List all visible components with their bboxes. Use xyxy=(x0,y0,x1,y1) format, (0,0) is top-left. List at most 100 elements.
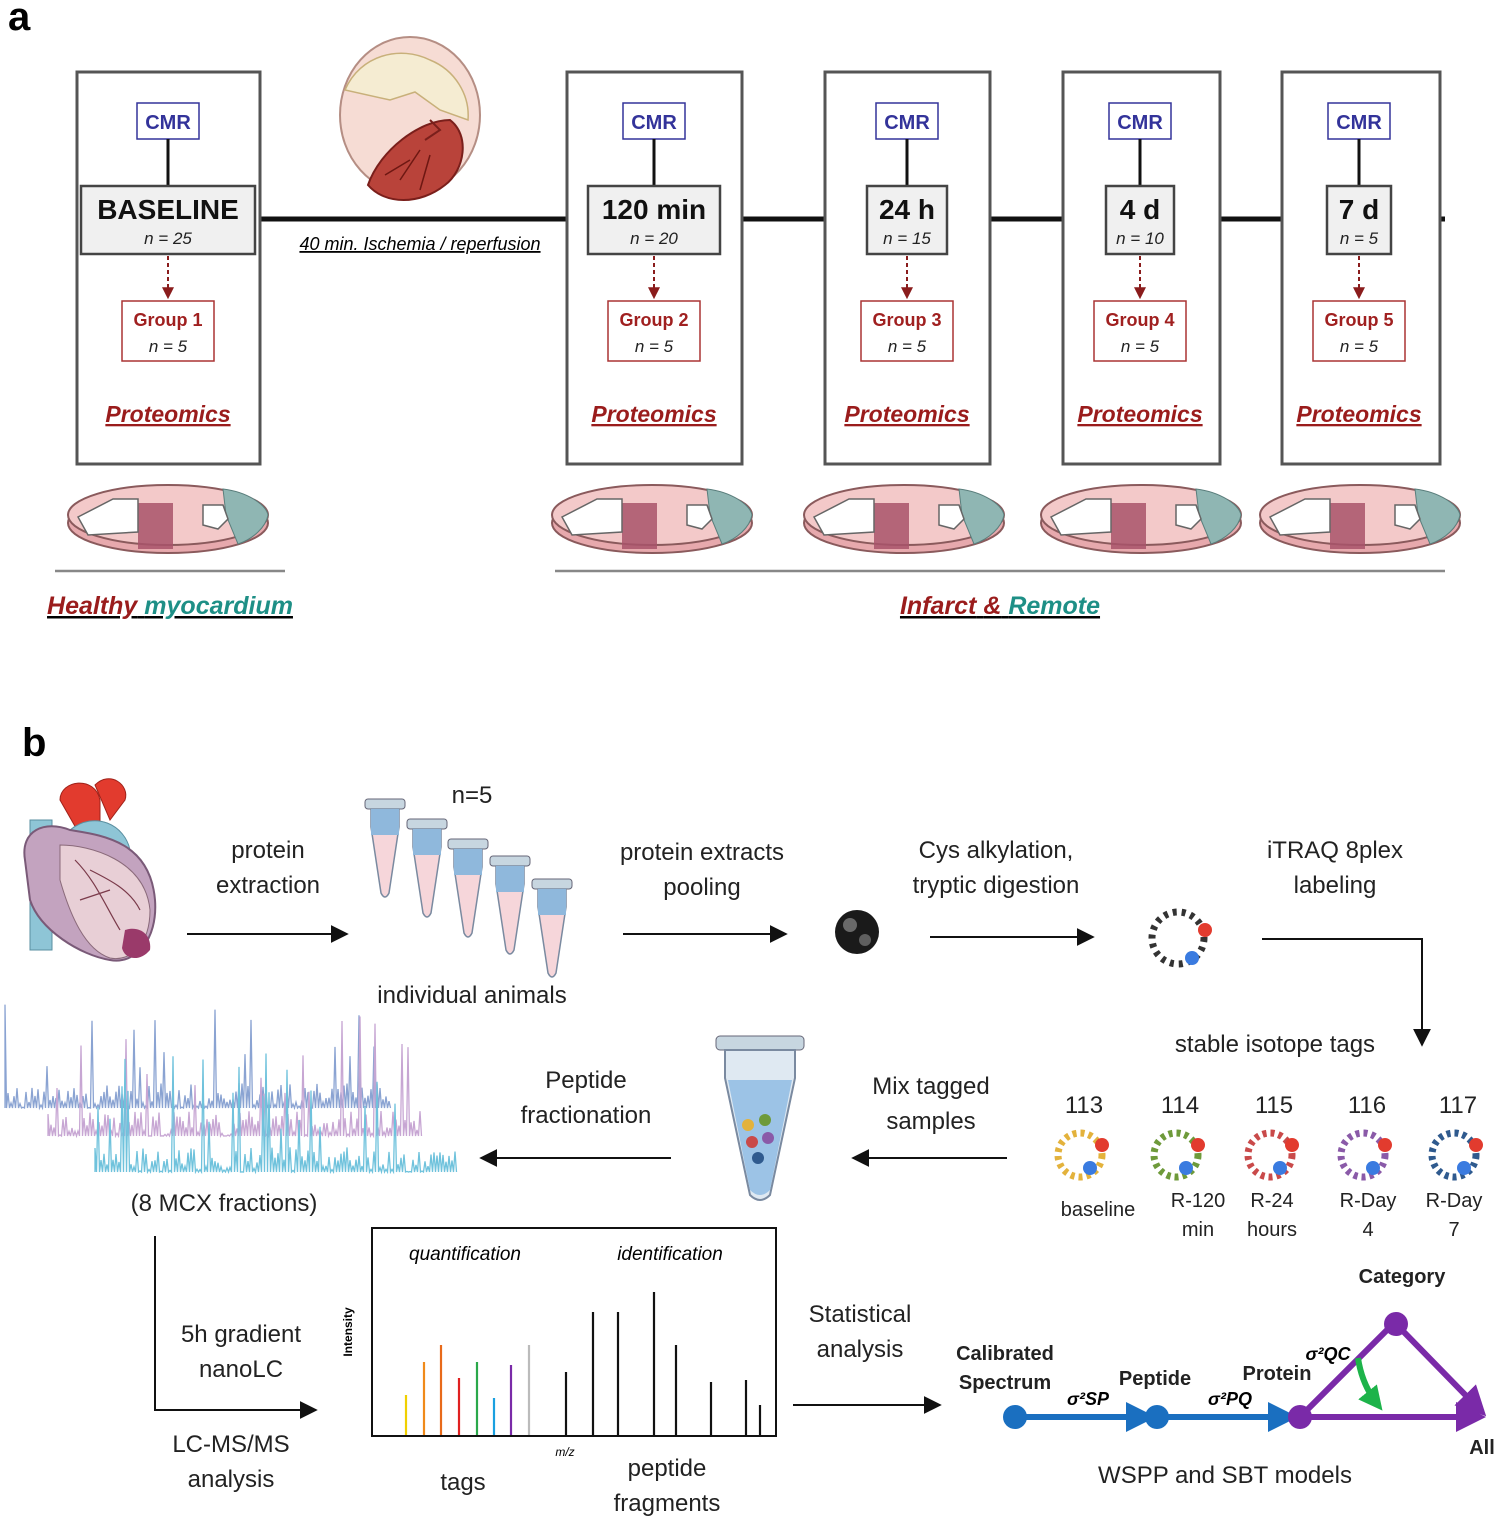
tag-blue-dot xyxy=(1366,1161,1380,1175)
tag-number: 117 xyxy=(1439,1092,1477,1119)
mix-l1: Mix tagged xyxy=(872,1073,989,1100)
cmr-box: CMR xyxy=(136,102,200,140)
group-label: Group 4 xyxy=(1105,310,1174,330)
tag-peptides xyxy=(1337,1129,1389,1181)
anatomical-heart-illustration xyxy=(23,778,157,962)
node-spectrum xyxy=(1003,1405,1027,1429)
timepoint-label: 24 h xyxy=(879,194,935,225)
healthy-caption: Healthy myocardium xyxy=(47,592,293,620)
stable-isotope-tags-label: stable isotope tags xyxy=(1175,1031,1375,1058)
cmr-label: CMR xyxy=(1336,112,1382,134)
group-label: Group 2 xyxy=(619,310,688,330)
group-rect xyxy=(121,300,215,362)
mixed-sample-tube xyxy=(715,1035,805,1201)
tag-label-l1: baseline xyxy=(1061,1199,1136,1221)
timepoint-label: BASELINE xyxy=(97,194,239,225)
timepoint-n: n = 20 xyxy=(630,229,678,248)
sigma-sp: σ²SP xyxy=(1067,1389,1110,1409)
heart-slice xyxy=(803,484,1005,554)
cmr-box: CMR xyxy=(1327,102,1391,140)
group-box: Group 1n = 5 xyxy=(121,300,215,362)
lcms-l2: analysis xyxy=(188,1466,275,1493)
timepoint-n: n = 15 xyxy=(883,229,931,248)
heart-slice xyxy=(1259,484,1461,554)
fractionation-l1: Peptide xyxy=(545,1067,626,1094)
category-node-label: Category xyxy=(1359,1266,1447,1288)
proteomics-label: Proteomics xyxy=(105,401,230,427)
tag-red-dot xyxy=(1191,1138,1205,1152)
isotope-tag: 117 xyxy=(1428,1092,1483,1181)
timepoint-rect xyxy=(79,184,257,256)
spectrum-box xyxy=(371,1227,777,1437)
fractions-label: (8 MCX fractions) xyxy=(131,1190,318,1217)
tag-blue-dot xyxy=(1083,1161,1097,1175)
models-label: WSPP and SBT models xyxy=(1098,1462,1352,1489)
tag-red-dot xyxy=(1285,1138,1299,1152)
n5-label: n=5 xyxy=(452,782,493,809)
identification-label: identification xyxy=(617,1244,723,1265)
tag-label-l1: R-120 xyxy=(1171,1190,1225,1212)
fractionation-l2: fractionation xyxy=(521,1102,652,1129)
cmr-rect xyxy=(1108,102,1172,140)
timepoint-n: n = 10 xyxy=(1116,229,1164,248)
group-rect xyxy=(607,300,701,362)
isotope-tag: 114 xyxy=(1150,1092,1205,1181)
chromatogram-trace xyxy=(4,1004,392,1111)
group-label: Group 3 xyxy=(872,310,941,330)
group-n: n = 5 xyxy=(888,337,927,356)
tag-label-l2: min xyxy=(1182,1219,1214,1241)
protein-node-label: Protein xyxy=(1243,1363,1312,1385)
tube-icon xyxy=(447,838,489,938)
pooling-l1: protein extracts xyxy=(620,839,784,866)
cmr-label: CMR xyxy=(631,112,677,134)
gradient-l1: 5h gradient xyxy=(181,1321,301,1348)
lcms-l1: LC-MS/MS xyxy=(172,1431,289,1458)
group-n: n = 5 xyxy=(1121,337,1160,356)
group-box: Group 3 n = 5 xyxy=(860,300,954,362)
tag-peptides xyxy=(1244,1129,1296,1181)
timepoint-rect xyxy=(1104,184,1176,256)
green-arrow xyxy=(1355,1357,1383,1411)
arrow-lcms xyxy=(154,1236,318,1419)
calibrated-l2: Spectrum xyxy=(959,1372,1051,1394)
group-box: Group 4 n = 5 xyxy=(1093,300,1187,362)
tag-red-dot xyxy=(1469,1138,1483,1152)
tag-number: 113 xyxy=(1065,1092,1103,1119)
protein-blob-icon xyxy=(835,910,879,954)
tags-label: tags xyxy=(440,1469,485,1496)
tube-icon xyxy=(406,818,448,918)
timepoint-label: 4 d xyxy=(1120,194,1160,225)
individual-animals-label: individual animals xyxy=(377,982,566,1009)
isotope-tag: 116 xyxy=(1337,1092,1392,1181)
timepoint-rect xyxy=(586,184,722,256)
peptides-icon xyxy=(1148,908,1212,968)
tag-label-l2: 4 xyxy=(1362,1219,1373,1241)
tag-blue-dot xyxy=(1457,1161,1471,1175)
cmr-box: CMR xyxy=(622,102,686,140)
panel-b-label: b xyxy=(22,721,46,765)
cmr-box: CMR xyxy=(1108,102,1172,140)
heart-slice xyxy=(67,484,269,554)
fragments-l2: fragments xyxy=(614,1490,721,1517)
ischemia-label: 40 min. Ischemia / reperfusion xyxy=(299,234,540,254)
panel-a-label: a xyxy=(8,0,31,39)
tube-icon xyxy=(489,855,531,955)
tag-peptides xyxy=(1054,1129,1106,1181)
tag-number: 116 xyxy=(1348,1092,1386,1119)
tag-label-l1: R-Day xyxy=(1340,1190,1397,1212)
group-box: Group 5n = 5 xyxy=(1312,300,1406,362)
tag-blue-dot xyxy=(1179,1161,1193,1175)
timepoint-box: 120 min n = 20 xyxy=(586,184,722,256)
group-rect xyxy=(1093,300,1187,362)
cmr-rect xyxy=(622,102,686,140)
infarct-caption: Infarct & Remote xyxy=(900,592,1100,620)
cmr-label: CMR xyxy=(1117,112,1163,134)
sigma-qc: σ²QC xyxy=(1306,1344,1352,1364)
tag-label-l1: R-Day xyxy=(1426,1190,1483,1212)
timepoint-label: 120 min xyxy=(602,194,706,225)
group-rect xyxy=(1312,300,1406,362)
